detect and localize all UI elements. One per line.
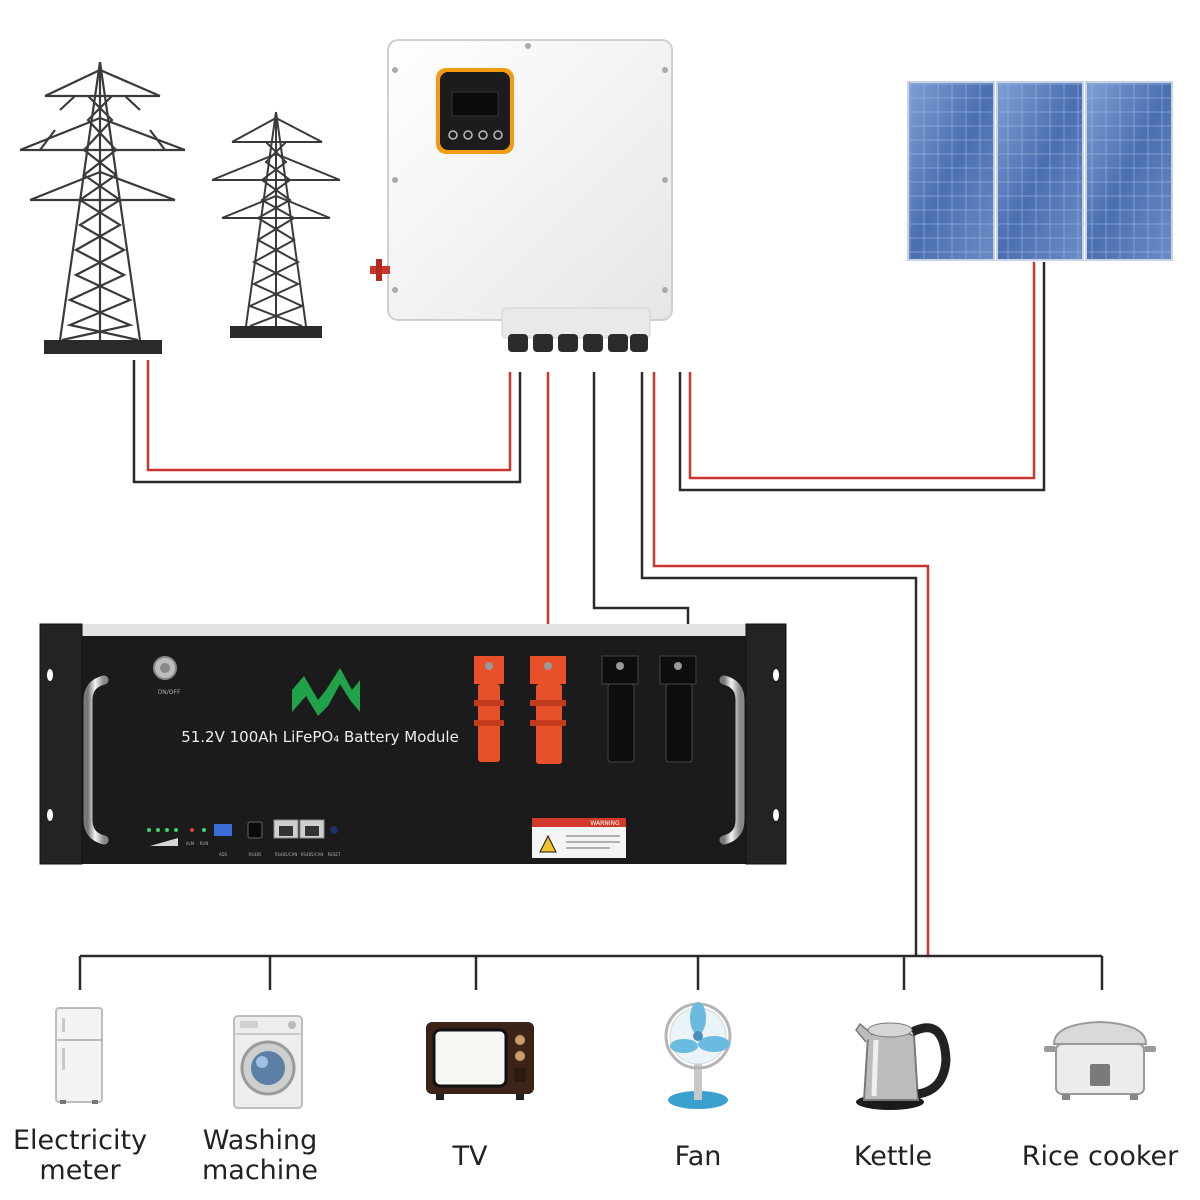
indicator-label: RUN: [200, 841, 209, 846]
tv-icon: [426, 1022, 534, 1100]
power-switch-icon: [153, 656, 177, 680]
positive-connector-icon: [530, 656, 566, 764]
positive-connector-icon: [474, 656, 504, 762]
hybrid-inverter: [370, 39, 673, 352]
kettle-icon: [855, 1022, 951, 1110]
rice-cooker-icon: [1044, 1020, 1156, 1100]
reset-button: [330, 826, 338, 834]
battery-label: 51.2V 100Ah LiFePO₄ Battery Module: [181, 728, 459, 746]
refrigerator-icon: [55, 1007, 103, 1104]
solar-panel-array-icon: [907, 81, 1173, 261]
power-tower-small-icon: [211, 111, 341, 327]
battery-wires: [546, 372, 690, 660]
tower-base: [230, 326, 322, 338]
dip-switch: [214, 824, 232, 836]
load-bus: [78, 954, 1104, 990]
appliance-label-washing-machine: Washing machine: [201, 1125, 319, 1186]
port-label: RS485: [249, 852, 262, 857]
warning-text: WARNING: [590, 820, 620, 827]
load-wires: [640, 372, 930, 956]
port-label: RS485/CAN: [301, 852, 324, 857]
appliance-label-fan: Fan: [674, 1141, 722, 1172]
grid-wires: [132, 360, 522, 484]
appliance-label-electricity-meter: Electricity meter: [12, 1125, 148, 1186]
solar-wires: [678, 262, 1046, 492]
appliance-label-rice-cooker: Rice cooker: [1021, 1141, 1179, 1172]
appliance-label-tv: TV: [452, 1141, 488, 1172]
power-tower-large-icon: [19, 61, 186, 342]
negative-connector-icon: [601, 655, 639, 763]
fan-icon: [664, 1002, 732, 1109]
brand-logo-icon: [292, 668, 360, 716]
indicator-label: ALM: [186, 841, 195, 846]
negative-connector-icon: [659, 655, 697, 763]
indicator-label: ADS: [219, 852, 228, 857]
warning-label: [532, 818, 626, 858]
port-label: RS485/CAN: [275, 852, 298, 857]
battery-module: WARNING ON/OFF 51.2V 100Ah LiFePO₄ Batte…: [39, 623, 787, 865]
onoff-label: ON/OFF: [158, 689, 181, 696]
appliance-label-kettle: Kettle: [853, 1141, 933, 1172]
port-label: RESET: [328, 852, 341, 857]
tower-base: [44, 340, 162, 354]
status-leds: [147, 828, 206, 846]
rs485-port: [247, 821, 263, 839]
washing-machine-icon: [233, 1015, 303, 1109]
